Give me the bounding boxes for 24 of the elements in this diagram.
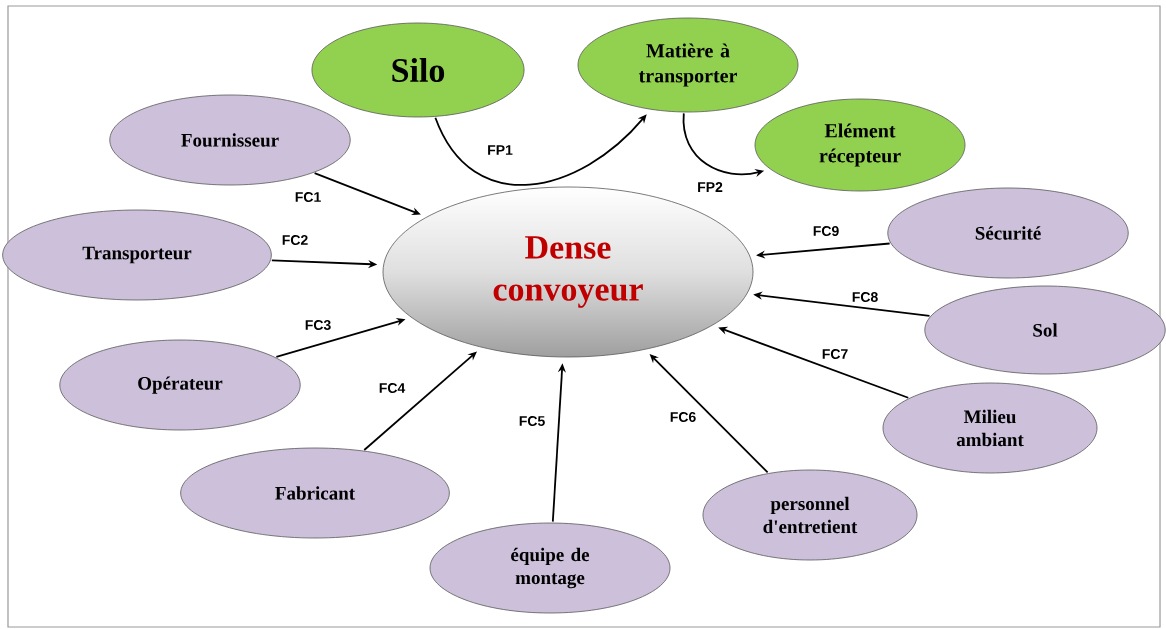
ellipse-node: Elément récepteur bbox=[754, 98, 966, 192]
edge-label: FC4 bbox=[377, 382, 407, 394]
edge-label: FC2 bbox=[280, 234, 310, 246]
ellipse-node: équipe de montage bbox=[429, 522, 671, 614]
edge-label: FC5 bbox=[517, 415, 547, 427]
edge-label: FC6 bbox=[668, 411, 698, 423]
edge-label: FC7 bbox=[820, 348, 850, 360]
edge-label: FC9 bbox=[811, 225, 841, 237]
ellipse-node: Transporteur bbox=[2, 209, 272, 301]
edge-label: FC8 bbox=[850, 291, 880, 303]
ellipse-node: Fabricant bbox=[180, 447, 450, 539]
ellipse-node: personnel d'entretient bbox=[702, 469, 918, 561]
ellipse-node: Milieu ambiant bbox=[882, 382, 1098, 474]
edge-label: FC1 bbox=[293, 191, 323, 203]
ellipse-node: Opérateur bbox=[59, 339, 301, 431]
ellipse-node: Fournisseur bbox=[109, 94, 351, 186]
edge-label: FC3 bbox=[303, 319, 333, 331]
edge-label: FP1 bbox=[486, 144, 514, 156]
arrow bbox=[363, 351, 477, 451]
ellipse-node: Silo bbox=[311, 22, 525, 118]
arrow bbox=[434, 114, 647, 186]
ellipse-node: Sol bbox=[924, 285, 1166, 375]
ellipse-node: Matière à transporter bbox=[577, 17, 799, 113]
ellipse-node: Sécurité bbox=[887, 187, 1129, 279]
